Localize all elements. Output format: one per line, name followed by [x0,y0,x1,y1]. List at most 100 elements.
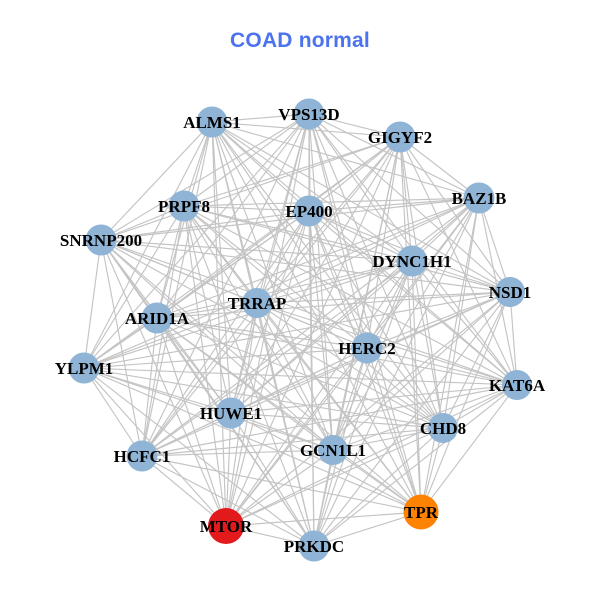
edge-NSD1-HCFC1 [141,291,511,457]
edge-NSD1-PRKDC [313,291,511,547]
edge-HERC2-KAT6A [366,347,518,386]
node-label-MTOR: MTOR [200,517,253,536]
node-SNRNP200 [85,224,117,256]
nodes-layer [68,98,532,562]
edge-SNRNP200-MTOR [100,239,227,527]
edge-NSD1-HERC2 [366,291,511,349]
edge-VPS13D-GIGYF2 [308,113,401,138]
edge-GIGYF2-NSD1 [399,136,511,293]
edge-HUWE1-CHD8 [230,412,444,429]
edge-VPS13D-DYNC1H1 [308,113,413,262]
edges-layer [83,113,518,547]
node-DYNC1H1 [396,245,428,277]
edge-TRRAP-CHD8 [256,302,444,429]
node-label-TRRAP: TRRAP [228,294,287,313]
node-label-NSD1: NSD1 [489,283,532,302]
node-VPS13D [293,98,325,130]
edge-DYNC1H1-ARID1A [156,260,413,319]
edge-ALMS1-GCN1L1 [211,121,334,451]
node-YLPM1 [68,352,100,384]
edge-TRRAP-KAT6A [256,302,518,386]
edge-SNRNP200-KAT6A [100,239,518,386]
node-TRRAP [242,288,272,318]
edge-KAT6A-PRKDC [313,384,518,547]
edge-HERC2-TPR [366,347,422,513]
node-MTOR [208,508,244,544]
edge-ARID1A-PRKDC [156,317,315,547]
node-CHD8 [428,413,458,443]
edge-ALMS1-SNRNP200 [100,121,213,241]
edge-BAZ1B-TPR [420,197,480,513]
edge-VPS13D-HCFC1 [141,113,310,457]
edge-YLPM1-PRKDC [83,367,315,547]
edge-ALMS1-TPR [211,121,422,513]
node-label-ALMS1: ALMS1 [183,113,241,132]
edge-GIGYF2-BAZ1B [399,136,480,199]
edge-PRPF8-DYNC1H1 [183,205,413,262]
node-HUWE1 [215,397,247,429]
edge-NSD1-GCN1L1 [332,291,511,451]
edge-YLPM1-GCN1L1 [83,367,334,451]
node-ALMS1 [196,106,228,138]
node-label-ARID1A: ARID1A [125,309,190,328]
edge-PRPF8-ARID1A [156,205,185,319]
edge-TPR-PRKDC [313,511,422,547]
edge-SNRNP200-NSD1 [100,239,511,293]
edge-PRPF8-EP400 [183,205,310,212]
edge-HERC2-GCN1L1 [332,347,368,451]
edge-ALMS1-VPS13D [211,113,310,123]
edge-GCN1L1-MTOR [225,449,334,527]
edge-GIGYF2-EP400 [308,136,401,212]
edge-TRRAP-ARID1A [156,302,258,319]
edge-EP400-HERC2 [308,210,368,349]
node-label-CHD8: CHD8 [420,419,466,438]
node-label-VPS13D: VPS13D [278,105,339,124]
edge-BAZ1B-GCN1L1 [332,197,480,451]
edge-ARID1A-HUWE1 [156,317,232,414]
edge-CHD8-PRKDC [313,427,444,547]
edge-HUWE1-PRKDC [230,412,315,547]
edge-GIGYF2-TPR [399,136,422,513]
edge-HCFC1-PRKDC [141,455,315,547]
edge-BAZ1B-PRPF8 [183,197,480,207]
edge-EP400-CHD8 [308,210,444,429]
edge-VPS13D-ARID1A [156,113,310,319]
edge-ALMS1-BAZ1B [211,121,480,199]
edge-EP400-MTOR [225,210,310,527]
node-label-HERC2: HERC2 [338,339,396,358]
node-label-SNRNP200: SNRNP200 [60,231,142,250]
edge-MTOR-TPR [225,511,422,527]
edge-BAZ1B-HUWE1 [230,197,480,414]
edge-HCFC1-GCN1L1 [141,449,334,457]
node-label-TPR: TPR [404,503,439,522]
edge-BAZ1B-EP400 [308,197,480,212]
edge-VPS13D-BAZ1B [308,113,480,199]
edge-TRRAP-PRKDC [256,302,315,547]
node-PRKDC [298,530,330,562]
chart-title: COAD normal [230,29,370,52]
edge-GIGYF2-CHD8 [399,136,444,429]
edge-GIGYF2-PRPF8 [183,136,401,207]
node-GIGYF2 [384,121,416,153]
node-label-HUWE1: HUWE1 [200,404,262,423]
edge-EP400-TRRAP [256,210,310,304]
edge-ARID1A-MTOR [156,317,227,527]
node-ARID1A [141,302,173,334]
edge-BAZ1B-ARID1A [156,197,480,319]
node-label-YLPM1: YLPM1 [55,359,114,378]
node-BAZ1B [463,182,495,214]
node-TPR [403,494,439,530]
edge-PRPF8-PRKDC [183,205,315,547]
edge-NSD1-CHD8 [442,291,511,429]
node-label-GCN1L1: GCN1L1 [300,441,366,460]
node-label-PRPF8: PRPF8 [158,197,210,216]
node-label-PRKDC: PRKDC [284,537,344,556]
node-label-BAZ1B: BAZ1B [452,189,507,208]
edge-VPS13D-PRPF8 [183,113,310,207]
edge-GCN1L1-PRKDC [313,449,334,547]
node-EP400 [293,195,325,227]
edge-SNRNP200-TPR [100,239,422,513]
edge-ALMS1-YLPM1 [83,121,213,369]
